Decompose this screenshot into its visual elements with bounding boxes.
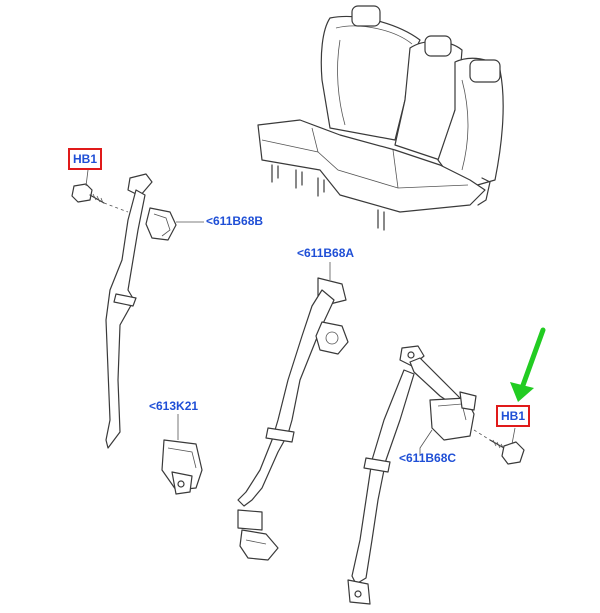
part-callout-613K21[interactable]: <613K21 bbox=[149, 399, 199, 413]
part-callout-611B68C[interactable]: <611B68C bbox=[399, 451, 457, 465]
green-pointer-arrow bbox=[510, 327, 546, 402]
leader-lines bbox=[85, 169, 516, 455]
seat-belt-611B68C-illustration bbox=[347, 345, 525, 605]
part-callout-611B68B[interactable]: <611B68B bbox=[206, 214, 264, 228]
seat-belt-611B68B-illustration bbox=[71, 173, 177, 449]
hb1-bolt-left bbox=[71, 183, 105, 204]
hb1-callout-right[interactable]: HB1 bbox=[496, 405, 531, 427]
hb1-callout-left[interactable]: HB1 bbox=[68, 148, 103, 170]
buckle-613K21-illustration bbox=[161, 439, 203, 495]
seat-belt-611B68A-illustration bbox=[237, 277, 349, 561]
part-callout-611B68A[interactable]: <611B68A bbox=[297, 246, 355, 260]
rear-seat-illustration bbox=[257, 5, 504, 231]
